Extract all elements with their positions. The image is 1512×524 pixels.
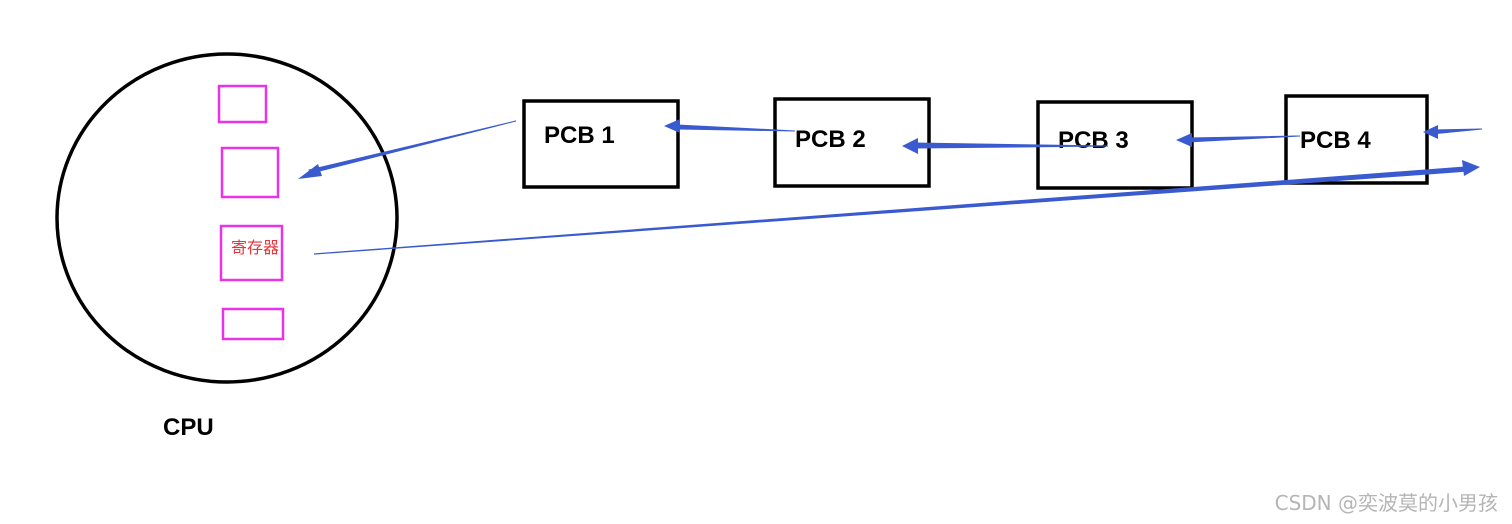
cpu-circle bbox=[55, 52, 399, 384]
pcb-label-2: PCB 2 bbox=[795, 126, 866, 153]
pcb-label-4: PCB 4 bbox=[1300, 127, 1371, 154]
arrow-pcb2-to-pcb1 bbox=[677, 124, 796, 132]
arrow-incoming-to-pcb4 bbox=[1431, 128, 1483, 135]
register-slot-2 bbox=[220, 146, 280, 199]
register-slot-1 bbox=[217, 84, 268, 124]
arrow-pcb1-to-cpu bbox=[308, 120, 517, 174]
register-slot-4 bbox=[221, 307, 285, 341]
arrowhead-incoming-to-pcb4 bbox=[1423, 125, 1438, 139]
pcb-box-1 bbox=[522, 99, 680, 189]
arrowhead-pcb2-to-pcb1 bbox=[664, 119, 680, 133]
arrowhead-pcb3-to-pcb2 bbox=[902, 138, 918, 154]
arrowhead-register-to-right bbox=[1462, 160, 1480, 176]
pcb-label-1: PCB 1 bbox=[544, 122, 615, 149]
pcb-box-4 bbox=[1284, 94, 1429, 185]
arrowhead-pcb1-to-cpu bbox=[298, 164, 322, 179]
cpu-label: CPU bbox=[163, 414, 214, 441]
csdn-watermark: CSDN @奕波莫的小男孩 bbox=[1274, 491, 1498, 515]
register-label: 寄存器 bbox=[231, 238, 279, 257]
register-slot-3 bbox=[219, 224, 284, 282]
pcb-box-2 bbox=[773, 97, 931, 188]
arrow-pcb4-to-pcb3 bbox=[1187, 135, 1301, 143]
pcb-label-3: PCB 3 bbox=[1058, 127, 1129, 154]
arrow-register-to-right bbox=[313, 166, 1469, 255]
arrowhead-pcb4-to-pcb3 bbox=[1176, 133, 1192, 147]
